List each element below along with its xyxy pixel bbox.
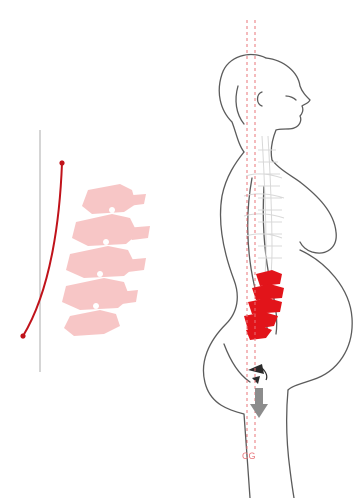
front-leg-outline (287, 390, 294, 498)
back-outline (203, 152, 250, 498)
front-torso-outline (272, 160, 300, 182)
breast-outline (300, 182, 336, 253)
curve-bottom-dot-icon (20, 333, 25, 338)
ear-outline (258, 92, 263, 106)
arrow-down-icon (250, 388, 268, 418)
belly-outline (288, 250, 352, 390)
gravity-line-label: CG (242, 451, 256, 461)
pelvis-indicator (248, 364, 267, 384)
face-outline (266, 58, 310, 160)
lordosis-curve (23, 163, 62, 336)
lordosis-detail (20, 130, 150, 372)
lumbar-vertebrae-enlarged (62, 184, 150, 336)
lumbar-vertebrae-highlight (244, 270, 284, 340)
vertebra-5 (64, 310, 120, 336)
curve-top-dot-icon (59, 160, 64, 165)
